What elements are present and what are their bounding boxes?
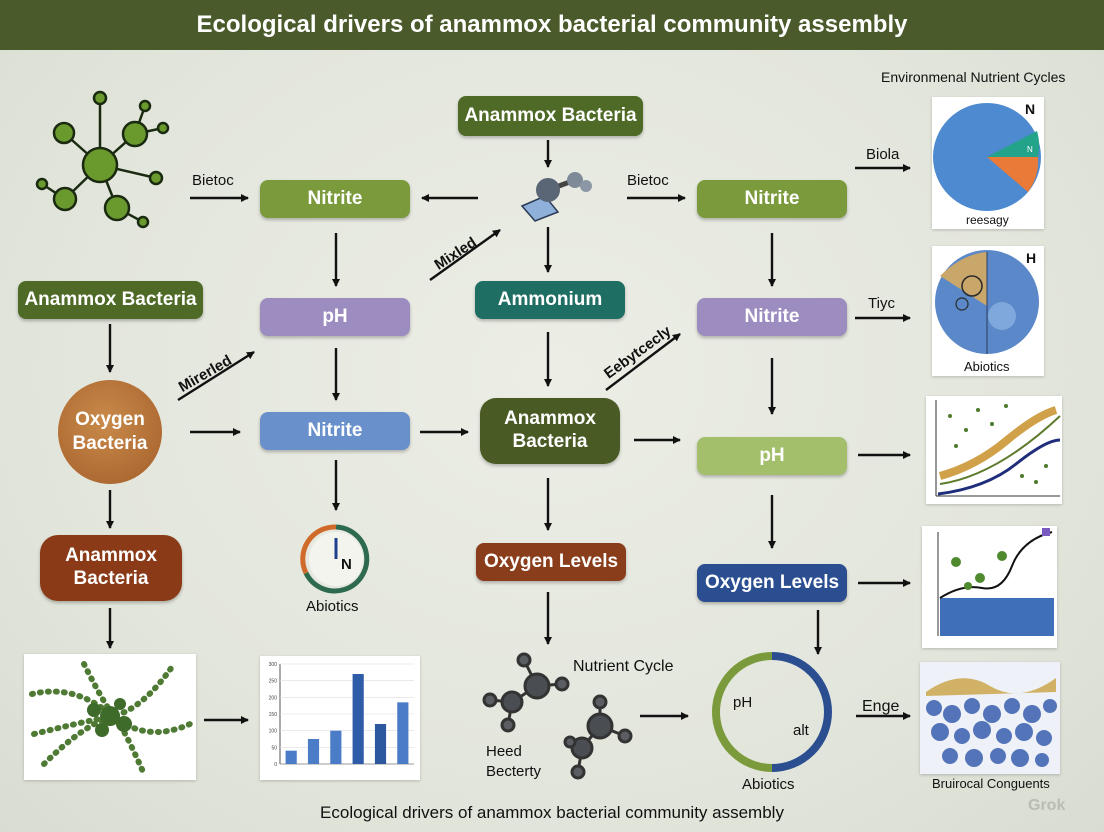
watermark: Grok: [1028, 797, 1066, 814]
node-label: Nitrite: [307, 187, 363, 209]
node-ph-2: pH: [697, 437, 847, 475]
node-anammox-top: Anammox Bacteria: [458, 96, 643, 136]
page-title: Ecological drivers of anammox bacterial …: [196, 11, 908, 38]
molecule-network-icon: [35, 90, 170, 229]
edge-label: Biola: [866, 146, 900, 163]
bar: [352, 674, 364, 764]
node-label: Nitrite: [744, 187, 800, 209]
node-label: Oxygen Bacteria: [72, 409, 148, 454]
bar: [330, 730, 342, 764]
arrow: [605, 333, 681, 391]
micro-letter: H: [1026, 250, 1037, 266]
node-label: Ammonium: [497, 288, 603, 310]
cell-aggregate-image: [926, 678, 1057, 767]
node-label: pH: [759, 444, 785, 466]
arrow: [429, 229, 501, 281]
micro-caption: Abiotics: [964, 359, 1010, 374]
line-plot-panel: [922, 526, 1057, 648]
cell-image-caption: Bruirocal Conguents: [932, 776, 1050, 791]
node-oxygen-levels-1: Oxygen Levels: [476, 543, 626, 581]
pie-caption: reesagy: [966, 213, 1009, 227]
node-label: Anammox Bacteria: [504, 408, 596, 452]
node-label: Anammox Bacteria: [464, 104, 637, 126]
node-nitrite-4: Nitrite: [260, 412, 410, 450]
arrow: [177, 350, 255, 402]
node-anammox-center: Anammox Bacteria: [480, 398, 620, 464]
pie-chart: [933, 103, 1041, 211]
node-anammox-left: Anammox Bacteria: [18, 281, 203, 319]
node-nitrite-2: Nitrite: [697, 180, 847, 218]
bar: [307, 739, 320, 764]
molecule-label-2: Heed Becterty: [486, 743, 542, 780]
scatter-plot: [935, 400, 1061, 497]
node-label: Oxygen Levels: [704, 571, 840, 593]
node-oxygen-levels-2: Oxygen Levels: [697, 564, 847, 602]
filament-image: [29, 661, 193, 777]
bar: [285, 750, 297, 764]
title-bar: Ecological drivers of anammox bacterial …: [0, 0, 1104, 50]
micrograph-panel: H Abiotics: [932, 246, 1044, 376]
filament-image-panel: [24, 654, 196, 780]
node-nitrite-1: Nitrite: [260, 180, 410, 218]
ring-label-abiotics: Abiotics: [742, 776, 795, 793]
edge-label: Bietoc: [192, 172, 234, 189]
node-label: Nitrite: [307, 419, 363, 441]
node-ph-1: pH: [260, 298, 410, 336]
node-label: Anammox Bacteria: [65, 545, 157, 589]
molecule-3d-icon: [520, 172, 592, 222]
line-plot: [937, 528, 1054, 636]
micrograph-image: [935, 250, 1039, 354]
node-label: Oxygen Levels: [483, 550, 619, 572]
gauge-letter: N: [341, 556, 352, 573]
bar-chart-panel: 300 250 200 150 100 50 0: [260, 656, 420, 780]
y-tick-label: 300: [269, 662, 278, 668]
ring-label-ph: pH: [733, 694, 753, 711]
node-label: pH: [322, 305, 348, 327]
y-tick-label: 250: [269, 679, 278, 685]
node-nitrite-3: Nitrite: [697, 298, 847, 336]
edge-label: Bietoc: [627, 172, 669, 189]
edge-label: Enge: [862, 698, 900, 715]
ring-icon: [712, 652, 832, 772]
cell-image-panel: [920, 662, 1060, 774]
node-anammox-rust: Anammox Bacteria: [40, 535, 182, 601]
gauge-icon: [300, 524, 370, 594]
scatter-panel: [926, 396, 1062, 504]
y-tick-label: 150: [269, 712, 278, 718]
diagram-caption: Ecological drivers of anammox bacterial …: [320, 803, 784, 822]
bar: [374, 724, 387, 764]
molecule-cluster-icon: [482, 652, 633, 780]
ring-label-alt: alt: [793, 722, 809, 739]
molecule-label: Nutrient Cycle: [573, 658, 674, 675]
node-label: Nitrite: [744, 305, 800, 327]
y-tick-label: 50: [271, 745, 277, 751]
y-tick-label: 200: [269, 695, 278, 701]
bar-chart: 300 250 200 150 100 50 0: [269, 662, 414, 768]
pie-letter: N: [1025, 101, 1036, 117]
node-label: Anammox Bacteria: [24, 288, 197, 310]
pie-small-label: N: [1027, 145, 1033, 154]
panel-header: Environmenal Nutrient Cycles: [881, 69, 1066, 85]
node-oxygen-bacteria: Oxygen Bacteria: [58, 380, 162, 484]
gauge-label: Abiotics: [306, 598, 359, 615]
y-tick-label: 100: [269, 729, 278, 735]
y-tick-label: 0: [274, 762, 277, 768]
bar: [397, 702, 409, 764]
edge-label: Tiyc: [868, 295, 895, 312]
pie-panel: N N reesagy: [932, 97, 1044, 229]
node-ammonium: Ammonium: [475, 281, 625, 319]
